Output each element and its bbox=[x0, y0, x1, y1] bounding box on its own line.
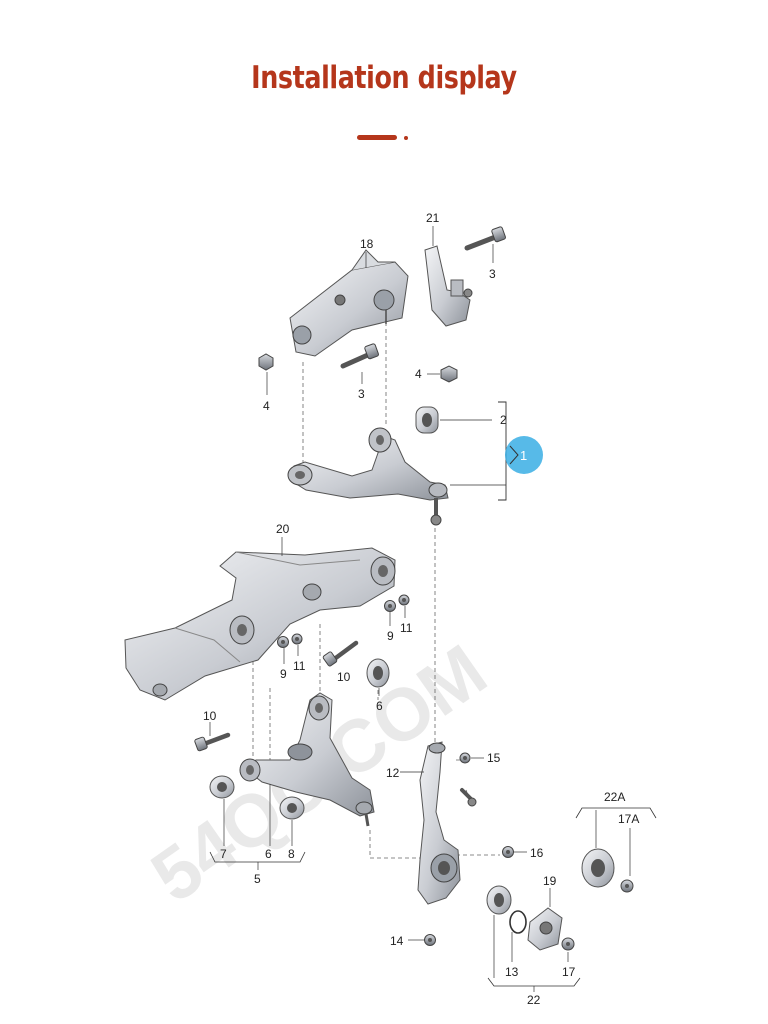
part-4-nut-left bbox=[258, 353, 274, 371]
divider-bar bbox=[357, 135, 397, 140]
part-3-bolt-mid bbox=[340, 343, 379, 369]
callout-7: 7 bbox=[220, 847, 227, 861]
part-18-bracket bbox=[289, 249, 409, 357]
callout-6-lower: 6 bbox=[265, 847, 272, 861]
bracket-22a bbox=[575, 807, 657, 819]
part-20-subframe bbox=[124, 547, 396, 701]
part-8-bushing bbox=[279, 796, 305, 820]
part-6-bushing-top bbox=[366, 658, 390, 688]
part-17a-nut bbox=[620, 879, 634, 893]
header: Installation display bbox=[0, 60, 768, 96]
callout-10-mid: 10 bbox=[337, 670, 351, 684]
callout-15: 15 bbox=[487, 751, 501, 765]
part-22-bearing bbox=[486, 885, 512, 915]
part-13-circlip bbox=[509, 910, 527, 934]
part-1-upper-control-arm bbox=[287, 427, 449, 526]
part-10-bolt-left bbox=[194, 732, 231, 752]
part-14-nut bbox=[424, 934, 436, 946]
callout-17a: 17A bbox=[618, 812, 639, 826]
callout-16: 16 bbox=[530, 846, 544, 860]
part-7-bushing bbox=[209, 775, 235, 799]
callout-14: 14 bbox=[390, 934, 404, 948]
part-12-knuckle bbox=[417, 741, 461, 905]
callout-22a: 22A bbox=[604, 790, 625, 804]
callout-6-top: 6 bbox=[376, 699, 383, 713]
callout-8: 8 bbox=[288, 847, 295, 861]
callout-5: 5 bbox=[254, 872, 261, 886]
callout-1: 1 bbox=[520, 448, 527, 463]
part-15-nut bbox=[459, 752, 471, 764]
callout-21: 21 bbox=[426, 211, 440, 225]
callout-22: 22 bbox=[527, 993, 541, 1007]
callout-3-mid: 3 bbox=[358, 387, 365, 401]
part-5-lower-control-arm bbox=[239, 692, 375, 827]
callout-4-left: 4 bbox=[263, 399, 270, 413]
tie-rod-stud bbox=[460, 788, 477, 807]
part-3-bolt-top bbox=[464, 226, 506, 251]
callout-11-upper: 11 bbox=[400, 621, 413, 635]
part-19-hub bbox=[527, 907, 563, 951]
callout-17: 17 bbox=[562, 965, 576, 979]
callout-19: 19 bbox=[543, 874, 557, 888]
callout-3-top: 3 bbox=[489, 267, 496, 281]
callout-10-left: 10 bbox=[203, 709, 217, 723]
divider-dot bbox=[404, 136, 408, 140]
part-22a-bearing bbox=[581, 848, 615, 888]
callout-9-lower: 9 bbox=[280, 667, 287, 681]
callout-20: 20 bbox=[276, 522, 290, 536]
part-9-11-nuts-lower bbox=[277, 633, 303, 648]
part-10-bolt-mid bbox=[322, 640, 359, 667]
badge-1: 1 bbox=[505, 436, 543, 474]
callout-4-right: 4 bbox=[415, 367, 422, 381]
part-17-nut bbox=[561, 937, 575, 951]
part-9-11-nuts-upper bbox=[384, 594, 410, 612]
bracket-22 bbox=[487, 977, 581, 987]
callout-9-upper: 9 bbox=[387, 629, 394, 643]
callout-13: 13 bbox=[505, 965, 519, 979]
callout-18: 18 bbox=[360, 237, 374, 251]
callout-2: 2 bbox=[500, 413, 507, 427]
part-21-sensor-bracket bbox=[424, 245, 473, 327]
callout-12: 12 bbox=[386, 766, 400, 780]
callout-11-lower: 11 bbox=[293, 659, 306, 673]
part-2-bushing bbox=[415, 406, 439, 434]
page-title: Installation display bbox=[251, 60, 517, 96]
part-4-nut-right bbox=[440, 365, 458, 383]
bracket-5 bbox=[209, 851, 306, 863]
part-16-nut bbox=[502, 846, 514, 858]
